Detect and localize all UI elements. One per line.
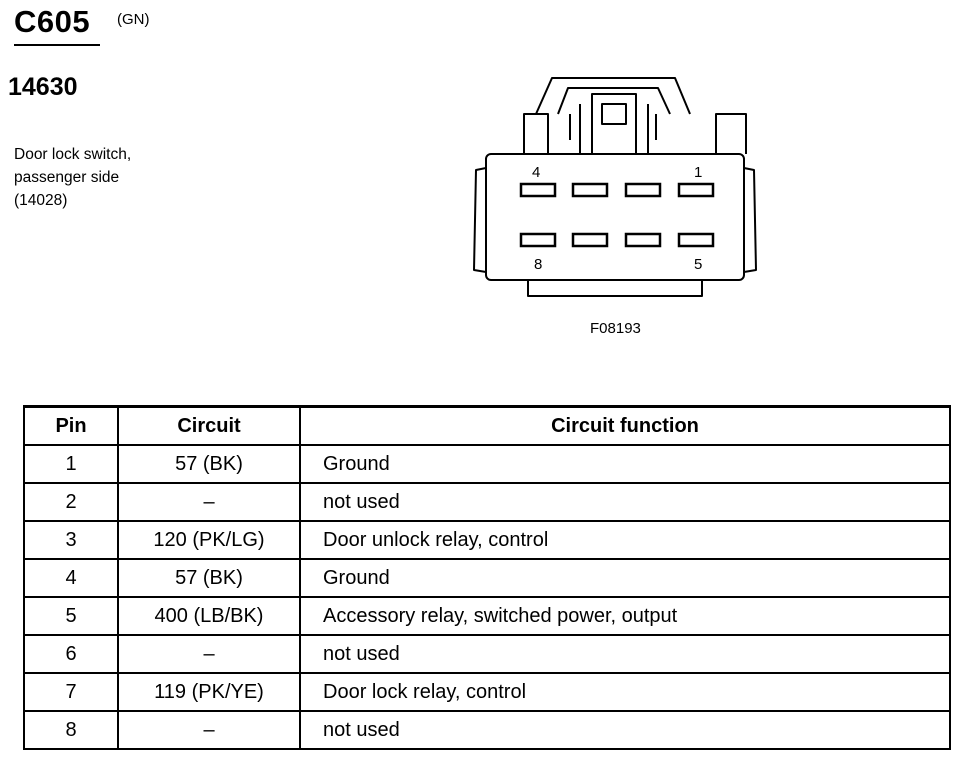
- pin-cavity-3: [571, 182, 609, 198]
- pin-cavity-7: [571, 232, 609, 248]
- pin-cell: 5: [23, 596, 119, 636]
- connector-bottom-rail: [527, 280, 703, 297]
- table-header-row: Pin Circuit Circuit function: [23, 405, 951, 446]
- function-cell: not used: [299, 710, 951, 750]
- circuit-cell: 57 (BK): [117, 558, 301, 598]
- pin-cell: 7: [23, 672, 119, 712]
- pin-label-4: 4: [532, 164, 540, 181]
- connector-body: [485, 153, 745, 281]
- pin-label-5: 5: [694, 256, 702, 273]
- pin-cavity-5: [677, 232, 715, 248]
- connector-latch-key: [601, 103, 627, 125]
- connector-face-diagram: 4 1 8 5: [473, 77, 757, 297]
- function-cell: Door lock relay, control: [299, 672, 951, 712]
- connector-id: C605: [14, 4, 91, 39]
- description-line: (14028): [14, 192, 68, 209]
- function-cell: Accessory relay, switched power, output: [299, 596, 951, 636]
- pin-cell: 6: [23, 634, 119, 674]
- function-cell: not used: [299, 634, 951, 674]
- circuit-cell: 400 (LB/BK): [117, 596, 301, 636]
- function-cell: Ground: [299, 558, 951, 598]
- pin-cavity-6: [624, 232, 662, 248]
- function-cell: Door unlock relay, control: [299, 520, 951, 560]
- pin-cell: 2: [23, 482, 119, 522]
- pin-label-8: 8: [534, 256, 542, 273]
- description-line: passenger side: [14, 169, 120, 186]
- description-line: Door lock switch,: [14, 146, 132, 163]
- function-cell: not used: [299, 482, 951, 522]
- pin-cell: 1: [23, 444, 119, 484]
- circuit-cell: 119 (PK/YE): [117, 672, 301, 712]
- figure-id: F08193: [590, 320, 641, 337]
- connector-left-post: [523, 113, 549, 154]
- pin-cavity-8: [519, 232, 557, 248]
- connector-left-tab: [473, 167, 487, 273]
- table-row: 2 – not used: [23, 482, 951, 522]
- part-number: 14630: [8, 73, 78, 101]
- table-row: 5 400 (LB/BK) Accessory relay, switched …: [23, 596, 951, 636]
- circuit-cell: –: [117, 634, 301, 674]
- table-row: 8 – not used: [23, 710, 951, 750]
- table-row: 6 – not used: [23, 634, 951, 674]
- header-circuit-function: Circuit function: [299, 405, 951, 446]
- connector-color-code: (GN): [117, 11, 150, 28]
- pin-cavity-4: [519, 182, 557, 198]
- connector-latch-inner: [557, 87, 671, 115]
- function-cell: Ground: [299, 444, 951, 484]
- connector-right-tab: [743, 167, 757, 273]
- component-description: Door lock switch, passenger side (14028): [14, 143, 131, 212]
- table-row: 1 57 (BK) Ground: [23, 444, 951, 484]
- circuit-cell: 120 (PK/LG): [117, 520, 301, 560]
- table-row: 4 57 (BK) Ground: [23, 558, 951, 598]
- pin-cell: 3: [23, 520, 119, 560]
- header-pin: Pin: [23, 405, 119, 446]
- header-circuit: Circuit: [117, 405, 301, 446]
- circuit-cell: 57 (BK): [117, 444, 301, 484]
- table-row: 3 120 (PK/LG) Door unlock relay, control: [23, 520, 951, 560]
- pin-cavity-2: [624, 182, 662, 198]
- circuit-cell: –: [117, 710, 301, 750]
- pin-cell: 4: [23, 558, 119, 598]
- title-underline: [14, 44, 100, 46]
- pin-cavity-1: [677, 182, 715, 198]
- pin-label-1: 1: [694, 164, 702, 181]
- pin-cell: 8: [23, 710, 119, 750]
- pin-table: Pin Circuit Circuit function 1 57 (BK) G…: [23, 405, 951, 750]
- connector-right-post: [715, 113, 747, 154]
- circuit-cell: –: [117, 482, 301, 522]
- connector-latch-frame: [535, 77, 691, 115]
- table-row: 7 119 (PK/YE) Door lock relay, control: [23, 672, 951, 712]
- connector-latch-block: [591, 93, 637, 155]
